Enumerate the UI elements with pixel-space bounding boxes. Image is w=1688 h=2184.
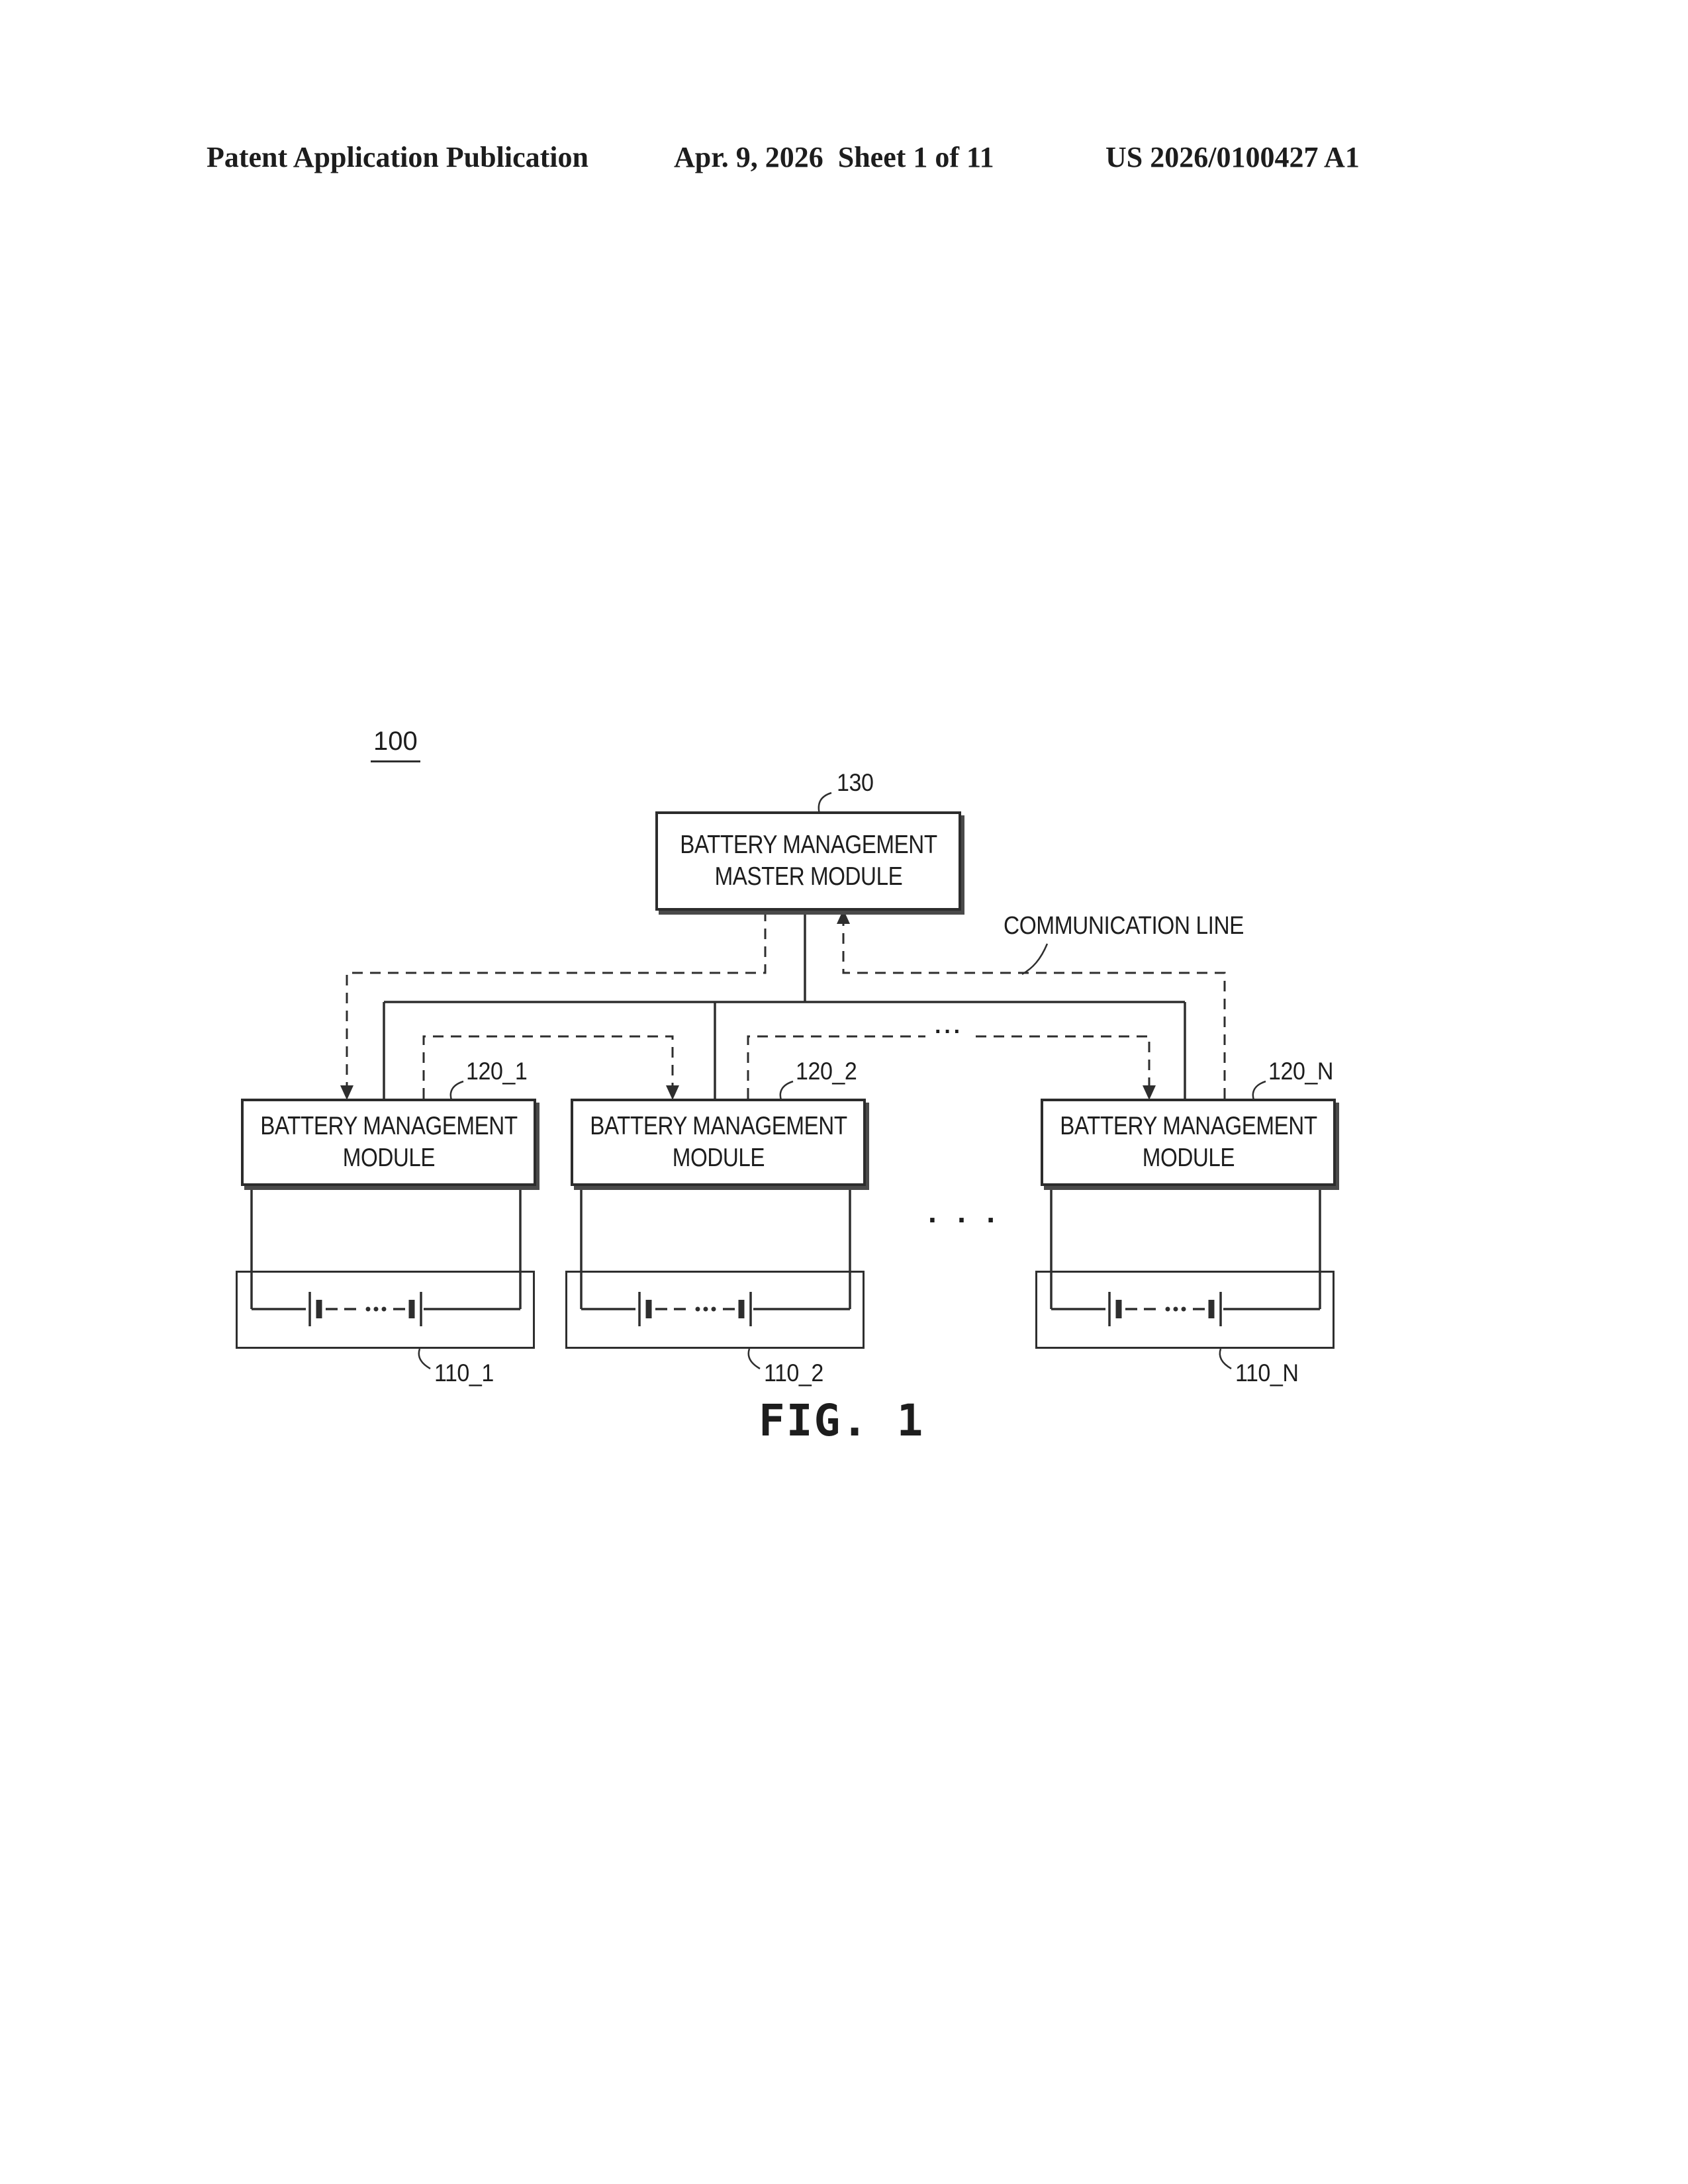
ref-120-N-label: 120_N xyxy=(1268,1058,1334,1085)
header-publication-type: Patent Application Publication xyxy=(207,141,588,173)
communication-line-module1-to-module2 xyxy=(422,1035,679,1100)
ref-130-label: 130 xyxy=(837,769,874,796)
ref-110-N-label: 110_N xyxy=(1235,1359,1299,1387)
leader-line-120-N xyxy=(1252,1080,1266,1101)
modules-ellipsis: · · · xyxy=(928,1203,1002,1237)
header-publication-number: US 2026/0100427 A1 xyxy=(1105,141,1360,173)
module-N-label: BATTERY MANAGEMENT MODULE xyxy=(1060,1111,1317,1173)
module-box-2: BATTERY MANAGEMENT MODULE xyxy=(571,1099,866,1186)
communication-line-module2-to-moduleN xyxy=(747,1035,1156,1100)
battery-box-2 xyxy=(565,1271,865,1349)
header-date-sheet: Apr. 9, 2026 Sheet 1 of 11 xyxy=(674,141,994,173)
module-2-label-line2: MODULE xyxy=(672,1144,765,1172)
figure-caption: FIG. 1 xyxy=(759,1395,925,1446)
module-1-label-line2: MODULE xyxy=(342,1144,435,1172)
communication-line-label: COMMUNICATION LINE xyxy=(1004,912,1244,940)
communication-line-master-to-module1 xyxy=(340,911,767,1100)
leader-line-120-1 xyxy=(449,1080,464,1101)
communication-line-moduleN-to-master xyxy=(837,909,1226,1099)
leader-line-110-N xyxy=(1219,1348,1232,1370)
battery-box-1 xyxy=(236,1271,535,1349)
leader-line-110-1 xyxy=(418,1348,431,1370)
leader-line-110-2 xyxy=(747,1348,761,1370)
leader-line-120-2 xyxy=(779,1080,794,1101)
master-module-label: BATTERY MANAGEMENT MASTER MODULE xyxy=(680,829,937,892)
module-N-label-line1: BATTERY MANAGEMENT xyxy=(1059,1112,1317,1141)
power-bus-lines xyxy=(383,911,1186,1099)
module-2-label: BATTERY MANAGEMENT MODULE xyxy=(590,1111,847,1173)
module-box-N: BATTERY MANAGEMENT MODULE xyxy=(1041,1099,1336,1186)
comm-line-ellipsis: ··· xyxy=(935,1019,963,1044)
leader-line-communication-line xyxy=(1021,943,1049,976)
module-1-label-line1: BATTERY MANAGEMENT xyxy=(259,1112,518,1141)
ref-120-2-label: 120_2 xyxy=(796,1058,857,1085)
ref-110-2-label: 110_2 xyxy=(764,1359,823,1387)
module-2-label-line1: BATTERY MANAGEMENT xyxy=(589,1112,847,1141)
module-box-1: BATTERY MANAGEMENT MODULE xyxy=(241,1099,536,1186)
master-module-box: BATTERY MANAGEMENT MASTER MODULE xyxy=(655,811,961,911)
system-ref-label: 100 xyxy=(371,727,420,762)
ref-110-1-label: 110_1 xyxy=(434,1359,494,1387)
master-module-label-line1: BATTERY MANAGEMENT xyxy=(679,831,937,860)
master-module-label-line2: MASTER MODULE xyxy=(714,862,902,891)
ref-120-1-label: 120_1 xyxy=(466,1058,528,1085)
battery-box-N xyxy=(1035,1271,1335,1349)
module-1-label: BATTERY MANAGEMENT MODULE xyxy=(259,1111,518,1173)
module-N-label-line2: MODULE xyxy=(1142,1144,1235,1172)
leader-line-130 xyxy=(818,792,832,815)
